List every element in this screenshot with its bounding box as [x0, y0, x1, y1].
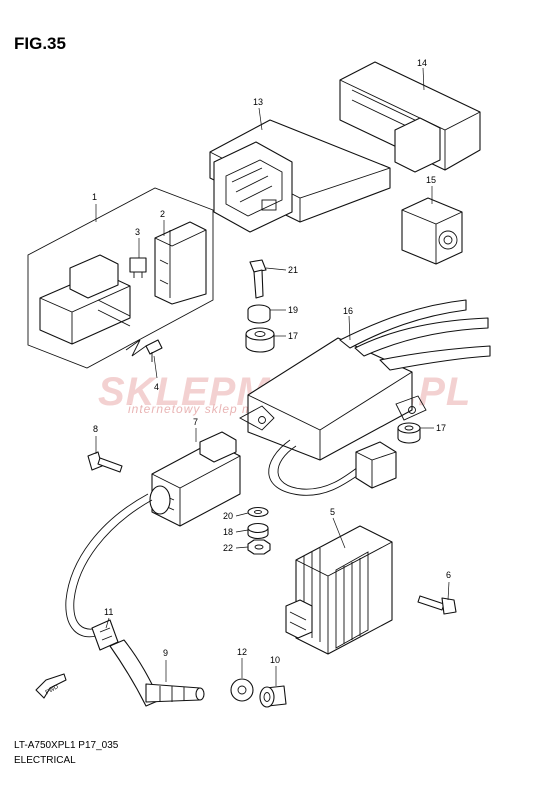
callout-18: 18: [223, 527, 233, 537]
callout-4: 4: [154, 382, 159, 392]
part-19-collar[interactable]: [247, 304, 271, 324]
part-17-cushion-right[interactable]: [397, 422, 421, 444]
part-16-control-unit[interactable]: [239, 299, 491, 496]
part-22-nut[interactable]: [247, 539, 271, 555]
part-2-bracket[interactable]: [154, 221, 207, 305]
callout-13: 13: [253, 97, 263, 107]
callout-5: 5: [330, 507, 335, 517]
part-17-cushion-top[interactable]: [245, 327, 275, 353]
callout-17-top: 17: [288, 331, 298, 341]
part-8-bolt[interactable]: [87, 451, 123, 473]
part-20-washer[interactable]: [247, 506, 269, 518]
part-4-screw[interactable]: [145, 339, 163, 362]
fwd-arrow-icon: [35, 673, 67, 699]
callout-6: 6: [446, 570, 451, 580]
part-9-plug-cap[interactable]: [109, 639, 205, 707]
section-name: ELECTRICAL: [14, 755, 76, 766]
ht-lead: [65, 493, 149, 638]
figure-title: FIG.35: [14, 34, 66, 53]
callout-15: 15: [426, 175, 436, 185]
part-21-bolt[interactable]: [249, 259, 267, 299]
part-12-grommet[interactable]: [230, 678, 254, 702]
part-10-bushing[interactable]: [259, 685, 287, 708]
callout-8: 8: [93, 424, 98, 434]
callout-10: 10: [270, 655, 280, 665]
callout-21: 21: [288, 265, 298, 275]
part-3-fuse[interactable]: [129, 257, 147, 278]
callout-7: 7: [193, 417, 198, 427]
part-1-relay-box[interactable]: [27, 187, 214, 369]
part-18-collar[interactable]: [247, 522, 269, 540]
part-7-ignition-coil[interactable]: [149, 431, 241, 527]
callout-1: 1: [92, 192, 97, 202]
part-14-cover[interactable]: [339, 61, 481, 173]
callout-3: 3: [135, 227, 140, 237]
callout-17-right: 17: [436, 423, 446, 433]
callout-16: 16: [343, 306, 353, 316]
callout-20: 20: [223, 511, 233, 521]
leader-lines: [95, 67, 450, 686]
diagram-code: LT-A750XPL1 P17_035: [14, 740, 119, 751]
part-6-bolt[interactable]: [417, 595, 457, 615]
callout-9: 9: [163, 648, 168, 658]
part-13-ecm[interactable]: [209, 119, 391, 233]
part-15-coupler[interactable]: [401, 197, 463, 265]
callouts: 1 2 3 4 5 6 7 8 9 10 11 12 13 14 15 16 1…: [45, 58, 451, 696]
callout-19: 19: [288, 305, 298, 315]
callout-11: 11: [104, 607, 113, 617]
callout-14: 14: [417, 58, 427, 68]
break-mark: [125, 339, 147, 357]
part-5-rectifier[interactable]: [285, 525, 393, 655]
callout-2: 2: [160, 209, 165, 219]
callout-22: 22: [223, 543, 233, 553]
callout-12: 12: [237, 647, 247, 657]
ht-lead-inner: [73, 499, 153, 630]
